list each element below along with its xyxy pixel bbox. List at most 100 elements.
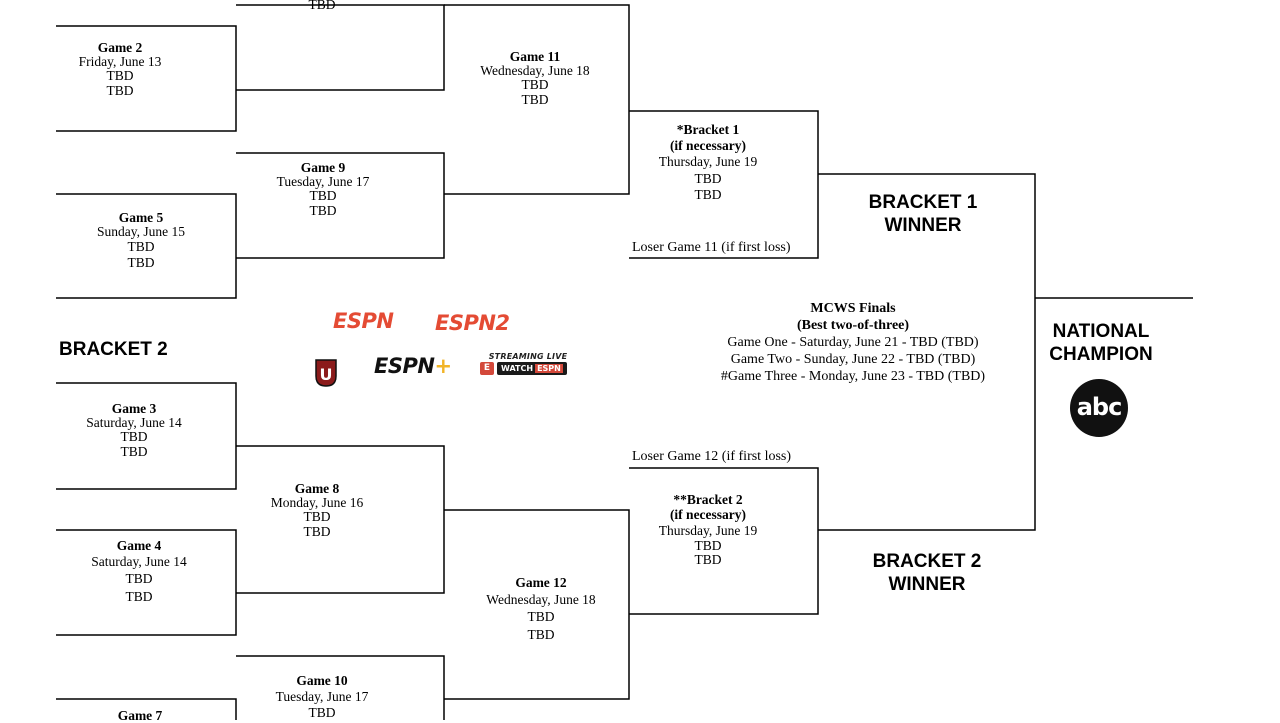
bracket1-final-box: *Bracket 1 (if necessary) Thursday, June… (643, 122, 773, 202)
bracket1-final-sub: (if necessary) (669, 138, 747, 154)
streaming-live-label: STREAMING LIVE (488, 352, 568, 361)
game11-team1: TBD (521, 77, 549, 93)
connector-game12 (444, 509, 630, 700)
loser-game12-note: Loser Game 12 (if first loss) (632, 449, 792, 464)
top-game-line: TBD (308, 0, 336, 12)
sec-network-u-letter: U (320, 365, 333, 384)
game4-title: Game 4 (116, 538, 162, 553)
game5-team1: TBD (127, 239, 155, 255)
bracket2-final-sub: (if necessary) (669, 507, 747, 523)
game8-title: Game 8 (294, 481, 340, 496)
bracket1-winner-line2: WINNER (884, 215, 962, 236)
bracket2-winner-line1: BRACKET 2 (872, 551, 982, 572)
game5-team2: TBD (127, 254, 155, 270)
finals-game-two: Game Two - Sunday, June 22 - TBD (TBD) (730, 352, 976, 367)
game2-date: Friday, June 13 (78, 54, 162, 70)
bracket1-final-team2: TBD (694, 186, 722, 202)
game10-title: Game 10 (296, 673, 348, 688)
bracket2-final-title: **Bracket 2 (673, 492, 743, 507)
game2-title: Game 2 (97, 40, 143, 55)
bracket2-final-box: **Bracket 2 (if necessary) Thursday, Jun… (643, 492, 773, 567)
game10-date: Tuesday, June 17 (275, 689, 369, 705)
connector-game3 (56, 382, 237, 490)
bracket2-winner-label: BRACKET 2 WINNER (857, 550, 997, 596)
game3-box: Game 3 Saturday, June 14 TBD TBD (64, 401, 204, 459)
watch-espn-e-icon: E (480, 362, 494, 375)
game2-team1: TBD (106, 68, 134, 84)
sec-network-u-logo-icon: U (315, 359, 337, 387)
game8-date: Monday, June 16 (270, 495, 364, 511)
game8-team1: TBD (303, 509, 331, 525)
connector-game10 (236, 655, 445, 720)
game8-team2: TBD (303, 523, 331, 539)
bracket1-final-team1: TBD (694, 170, 722, 186)
bracket2-final-date: Thursday, June 19 (658, 523, 758, 539)
loser-game11-note: Loser Game 11 (if first loss) (632, 240, 791, 255)
game11-box: Game 11 Wednesday, June 18 TBD TBD (465, 49, 605, 107)
game12-box: Game 12 Wednesday, June 18 TBD TBD (466, 575, 616, 642)
espn-logo-icon: ESPN (333, 309, 394, 333)
abc-logo-icon: abc (1070, 379, 1128, 437)
game7-box: Game 7 (90, 708, 190, 723)
finals-game-one: Game One - Saturday, June 21 - TBD (TBD) (727, 335, 979, 350)
game3-team1: TBD (120, 429, 148, 445)
game4-date: Saturday, June 14 (91, 554, 187, 570)
finals-title: MCWS Finals (810, 301, 896, 316)
bracket2-label: BRACKET 2 (59, 339, 168, 360)
game12-team2: TBD (527, 626, 555, 642)
espn2-logo-icon: ESPN2 (435, 311, 510, 335)
connector-game8 (236, 445, 445, 594)
watch-word: WATCH (501, 364, 534, 373)
connector-game4 (56, 529, 237, 636)
game9-team1: TBD (309, 188, 337, 204)
bracket-connectors (56, 4, 1193, 720)
game4-team1: TBD (125, 571, 153, 587)
bracket1-final-date: Thursday, June 19 (658, 154, 758, 170)
game5-date: Sunday, June 15 (97, 224, 185, 240)
espn-plus-logo-icon: ESPN+ (374, 354, 452, 378)
watch-espn-word: ESPN (535, 364, 563, 373)
game4-team2: TBD (125, 588, 153, 604)
game10-box: Game 10 Tuesday, June 17 TBD (257, 673, 387, 721)
bracket2-final-team1: TBD (694, 537, 722, 553)
national-champion-label: NATIONAL CHAMPION (1036, 320, 1166, 366)
mcws-finals: MCWS Finals (Best two-of-three) Game One… (683, 300, 1023, 385)
espn-plus-wordmark: ESPN (374, 354, 435, 378)
game9-date: Tuesday, June 17 (276, 174, 370, 190)
game3-date: Saturday, June 14 (86, 415, 182, 431)
game10-team1: TBD (308, 705, 336, 721)
game2-team2: TBD (106, 82, 134, 98)
connector-game5 (56, 193, 237, 299)
game11-date: Wednesday, June 18 (480, 63, 590, 79)
connector-bracket2-final (629, 467, 819, 615)
national-champion-line1: NATIONAL (1052, 321, 1150, 342)
connector-game11 (444, 4, 630, 195)
espn-plus-sign: + (434, 354, 452, 378)
bracket1-winner-label: BRACKET 1 WINNER (853, 191, 993, 237)
game9-title: Game 9 (300, 160, 346, 175)
bracket2-winner-line2: WINNER (888, 574, 966, 595)
connector-bracket1-final (629, 110, 819, 259)
game11-title: Game 11 (509, 49, 561, 64)
game8-box: Game 8 Monday, June 16 TBD TBD (252, 481, 382, 539)
game5-title: Game 5 (118, 210, 164, 225)
connector-bracket1-winner (818, 173, 1036, 531)
bracket1-final-title: *Bracket 1 (676, 122, 740, 137)
top-game-fragment: TBD (262, 0, 382, 12)
game9-box: Game 9 Tuesday, June 17 TBD TBD (258, 160, 388, 218)
connector-game9 (236, 152, 445, 259)
game12-title: Game 12 (515, 575, 567, 590)
game7-title: Game 7 (117, 708, 163, 723)
game3-team2: TBD (120, 443, 148, 459)
game5-box: Game 5 Sunday, June 15 TBD TBD (76, 210, 206, 270)
game3-title: Game 3 (111, 401, 157, 416)
bracket1-winner-line1: BRACKET 1 (868, 192, 978, 213)
game9-team2: TBD (309, 202, 337, 218)
game12-team1: TBD (527, 609, 555, 625)
finals-subtitle: (Best two-of-three) (796, 318, 910, 333)
game4-box: Game 4 Saturday, June 14 TBD TBD (69, 538, 209, 604)
